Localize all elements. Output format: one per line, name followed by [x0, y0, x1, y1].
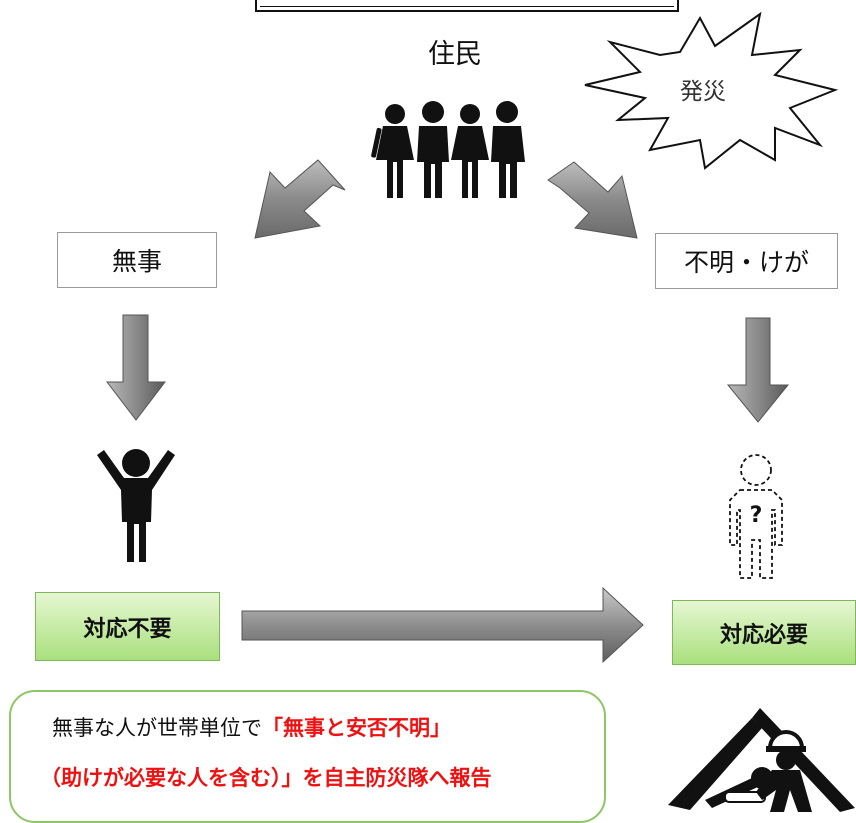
report-box [9, 690, 606, 823]
question-mark-icon: ? [750, 503, 763, 528]
header-frame [255, 0, 679, 12]
report-line-1: 無事な人が世帯単位で「無事と安否不明」 [52, 712, 451, 742]
unknown-person-icon [729, 454, 783, 579]
disaster-starburst [584, 11, 839, 170]
no-action-box: 対応不要 [35, 592, 220, 661]
report-line-1-highlight: 「無事と安否不明」 [262, 716, 451, 740]
residents-label: 住民 [428, 39, 482, 70]
action-needed-label: 対応必要 [719, 622, 808, 648]
rescuer-icon [668, 708, 855, 812]
arrow-to-unknown [547, 161, 638, 239]
residents-icon [371, 101, 525, 198]
no-action-label: 対応不要 [83, 616, 172, 642]
report-line-1-plain: 無事な人が世帯単位で [52, 716, 262, 740]
safe-person-icon [97, 449, 175, 562]
arrow-no-action-to-action [241, 586, 644, 664]
arrow-safe-down [105, 314, 167, 421]
disaster-label: 発災 [680, 79, 726, 105]
unknown-label: 不明・けが [683, 248, 809, 277]
safe-box: 無事 [57, 232, 217, 288]
action-needed-box: 対応必要 [672, 600, 856, 665]
report-line-2: （助けが必要な人を含む）」を自主防災隊へ報告 [40, 766, 492, 790]
unknown-box: 不明・けが [655, 233, 838, 289]
arrow-to-safe [254, 159, 346, 239]
arrow-unknown-down [726, 317, 790, 423]
safe-label: 無事 [111, 247, 162, 276]
